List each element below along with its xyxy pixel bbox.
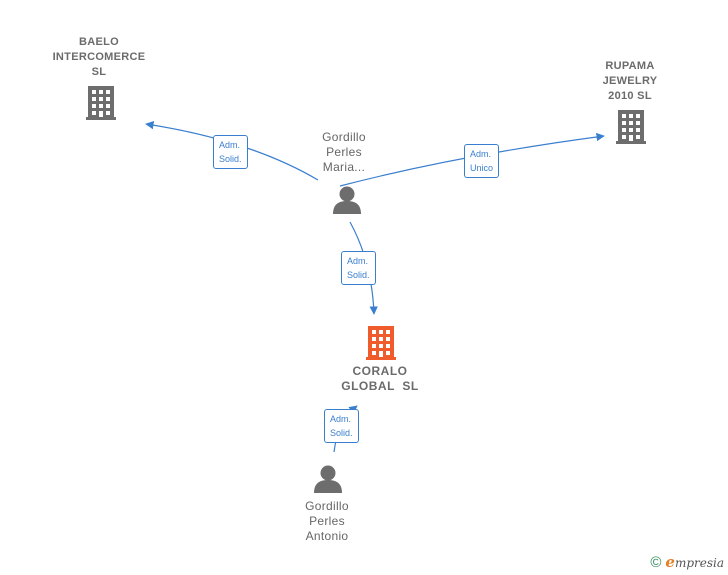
- node-label-rupama[interactable]: RUPAMA JEWELRY 2010 SL: [602, 60, 658, 102]
- person-icon[interactable]: [333, 186, 361, 215]
- person-icon[interactable]: [314, 465, 342, 494]
- building-icon[interactable]: [616, 110, 646, 144]
- edge-label-maria-coralo: Adm. Solid.: [341, 251, 376, 285]
- edge-label-maria-rupama: Adm. Unico: [464, 144, 500, 178]
- node-label-coralo[interactable]: CORALO GLOBAL SL: [341, 364, 419, 393]
- building-icon[interactable]: [86, 86, 116, 120]
- edge-label-antonio-coralo: Adm. Solid.: [324, 409, 359, 443]
- node-label-baelo[interactable]: BAELO INTERCOMERCE SL: [52, 36, 146, 78]
- edge-label-maria-baelo: Adm. Solid.: [213, 135, 248, 169]
- building-icon-main[interactable]: [366, 326, 396, 360]
- footer-brand[interactable]: © empresia: [650, 553, 724, 571]
- node-label-gordillo-antonio[interactable]: Gordillo Perles Antonio: [305, 499, 349, 543]
- brand-logo: empresia: [665, 553, 724, 571]
- copyright-icon: ©: [650, 553, 662, 571]
- node-label-gordillo-maria[interactable]: Gordillo Perles Maria...: [322, 130, 366, 174]
